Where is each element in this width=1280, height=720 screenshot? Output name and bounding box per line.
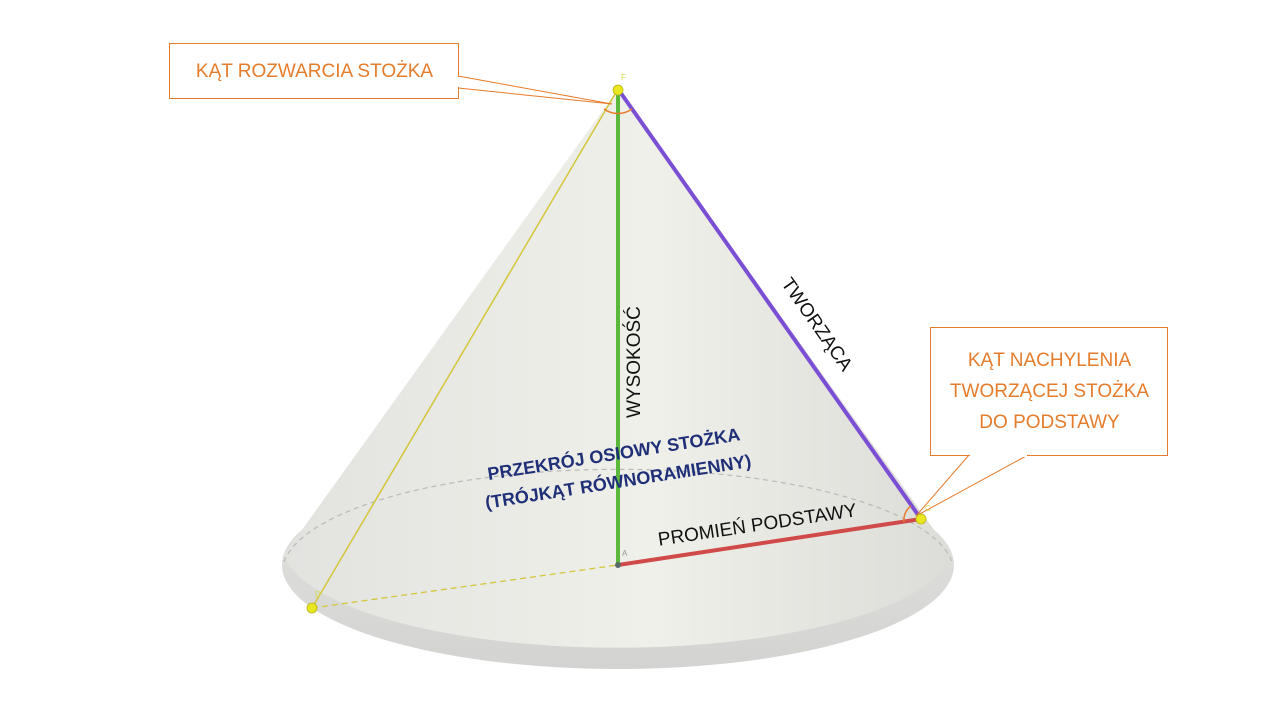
radius-segment [617,517,922,567]
apex-callout-pointer-bottom [457,87,613,105]
apex-callout-pointer-top [457,75,613,105]
slant-callout-pointer-right [915,454,1029,517]
slant-angle-callout-line2: TWORZĄCEJ STOŻKA [949,381,1150,402]
center-point-label: A [622,549,628,558]
slant-angle-callout-box [930,327,1168,456]
center-point [615,562,621,568]
slant-angle-callout: KĄT NACHYLENIA TWORZĄCEJ STOŻKA DO PODST… [931,345,1168,438]
height-label: WYSOKOŚĆ [624,306,645,418]
left-base-point [306,602,318,614]
slant-angle-callout-line1: KĄT NACHYLENIA [967,350,1132,371]
left-point-label: D [315,590,321,599]
right-point-label: C [925,504,931,513]
base-angle-arc [903,505,912,523]
right-base-point [915,513,927,525]
apex-angle-arc [603,108,633,115]
apex-point-label: F [621,73,626,82]
section-left-edge [311,88,619,609]
apex-angle-callout-text: KĄT ROZWARCIA STOŻKA [195,61,434,82]
slant-callout-gap [970,453,1027,457]
slant-segment [616,87,923,521]
section-diameter [311,564,619,609]
apex-angle-callout-box [169,43,459,99]
apex-angle-callout: KĄT ROZWARCIA STOŻKA [170,56,459,87]
slant-angle-callout-line3: DO PODSTAWY [979,412,1120,433]
apex-point [612,84,624,96]
slant-callout-pointer-left [915,454,970,517]
apex-callout-gap [455,77,459,87]
